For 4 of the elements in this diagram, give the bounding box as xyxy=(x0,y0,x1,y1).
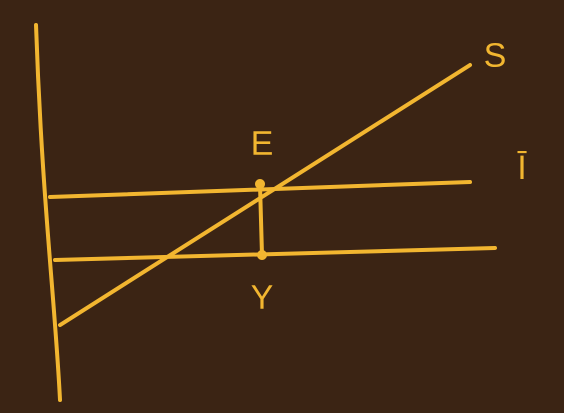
point-label: Y xyxy=(251,285,273,309)
point-label: E xyxy=(253,131,272,155)
line-label: Ī xyxy=(517,150,527,180)
curve-label: S xyxy=(485,42,505,68)
